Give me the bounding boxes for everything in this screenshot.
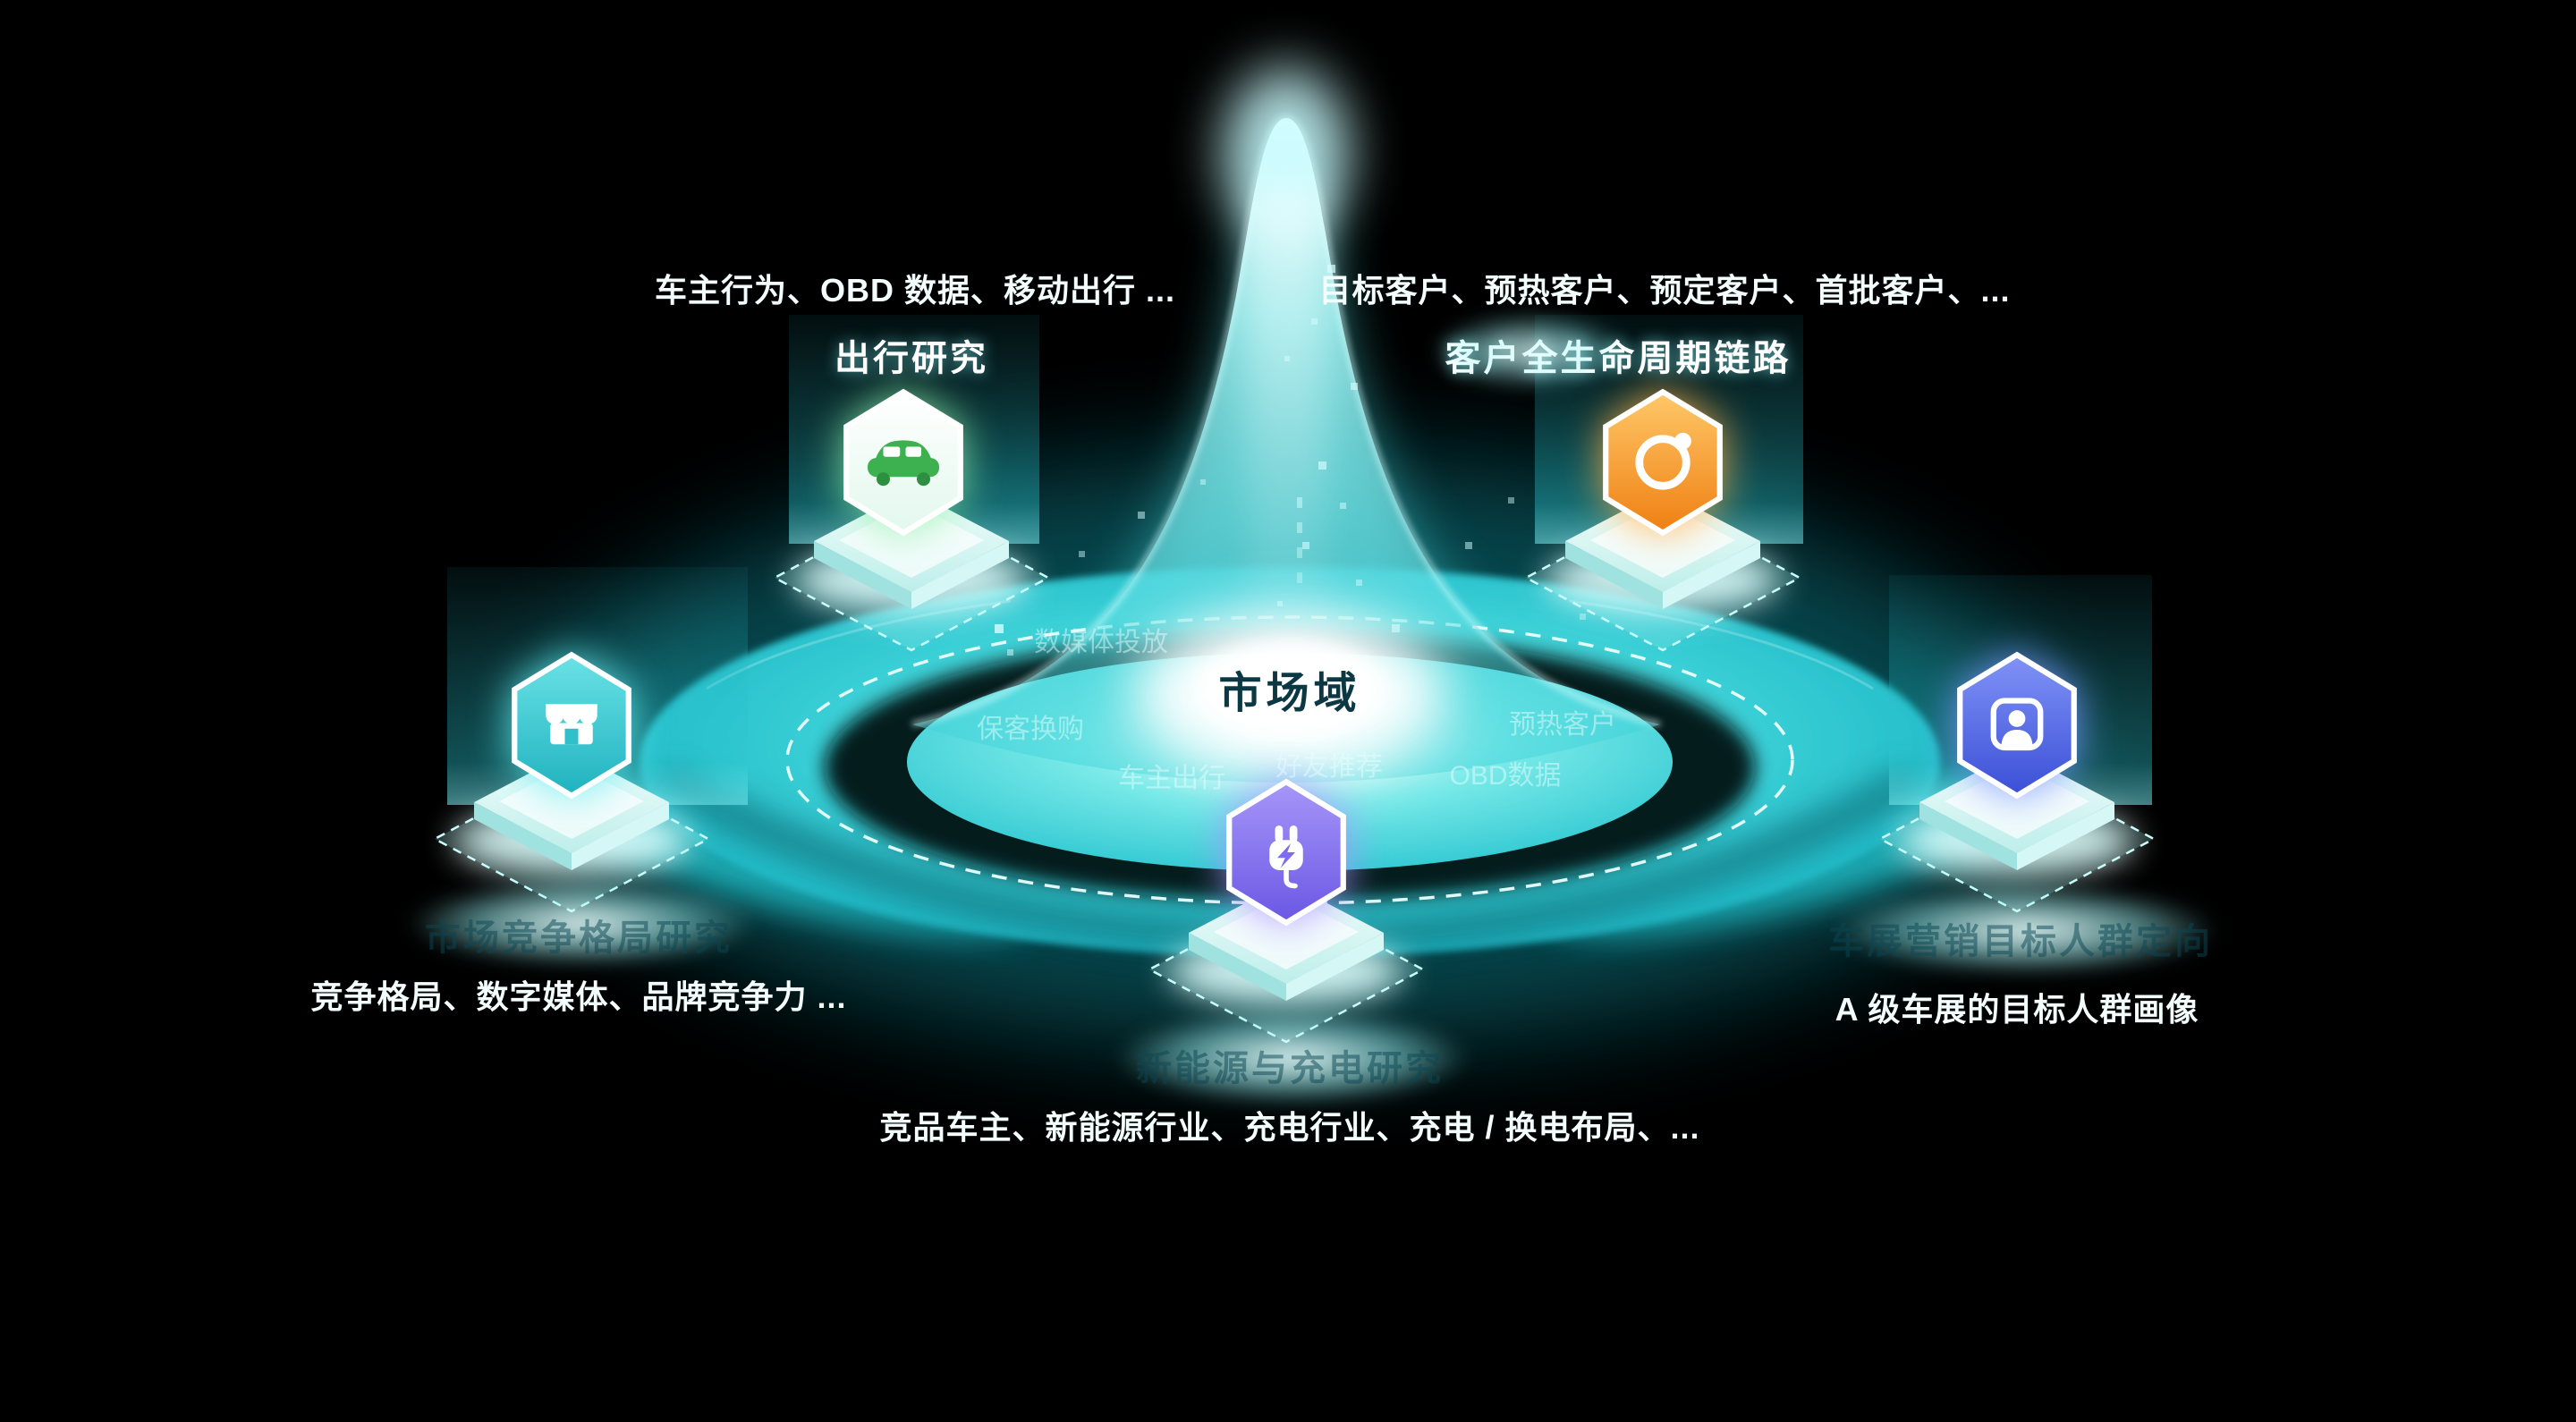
platform-charging <box>1147 882 1426 1044</box>
competition-title: 市场竞争格局研究 <box>425 918 733 958</box>
ring-label-digital-media: 数媒体投放 <box>1034 628 1168 657</box>
platform-competition <box>432 751 711 913</box>
ring-label-warm-customers: 预热客户 <box>1509 710 1616 740</box>
audience-title: 车展营销目标人群定向 <box>1828 922 2213 961</box>
glow-streak-right <box>1834 885 2218 975</box>
charging-subtitle: 竞品车主、新能源行业、充电行业、充电 / 换电布局、... <box>879 1109 1700 1146</box>
ring-label-repurchase: 保客换购 <box>977 715 1084 744</box>
audience-subtitle: A 级车展的目标人群画像 <box>1835 991 2199 1028</box>
competition-subtitle: 竞争格局、数字媒体、品牌竞争力 ... <box>310 978 847 1015</box>
car-icon <box>836 386 970 538</box>
market-domain-label: 市场域 <box>1218 670 1361 717</box>
charging-plug-icon <box>1219 776 1353 928</box>
travel-subtitle: 车主行为、OBD 数据、移动出行 ... <box>654 272 1175 309</box>
travel-title: 出行研究 <box>835 339 988 378</box>
platform-audience <box>1877 751 2157 913</box>
storefront-icon <box>504 649 639 801</box>
platform-lifecycle <box>1523 490 1802 652</box>
charging-title: 新能源与充电研究 <box>1136 1049 1444 1088</box>
ring-label-referral: 好友推荐 <box>1275 752 1383 782</box>
lifecycle-subtitle: 目标客户、预热客户、预定客户、首批客户、... <box>1318 272 2011 309</box>
glow-streak-left <box>407 881 756 966</box>
glow-streak-lifecycle-title <box>1431 313 1628 389</box>
ring-label-owner-trips: 车主出行 <box>1118 764 1225 793</box>
person-badge-icon <box>1950 649 2084 801</box>
platform-travel <box>772 490 1051 652</box>
sparkle-dots <box>995 265 1586 656</box>
glow-streak-bottom <box>1114 1011 1471 1105</box>
ring-label-obd-data: OBD数据 <box>1449 761 1562 791</box>
aperture-icon <box>1596 386 1730 538</box>
